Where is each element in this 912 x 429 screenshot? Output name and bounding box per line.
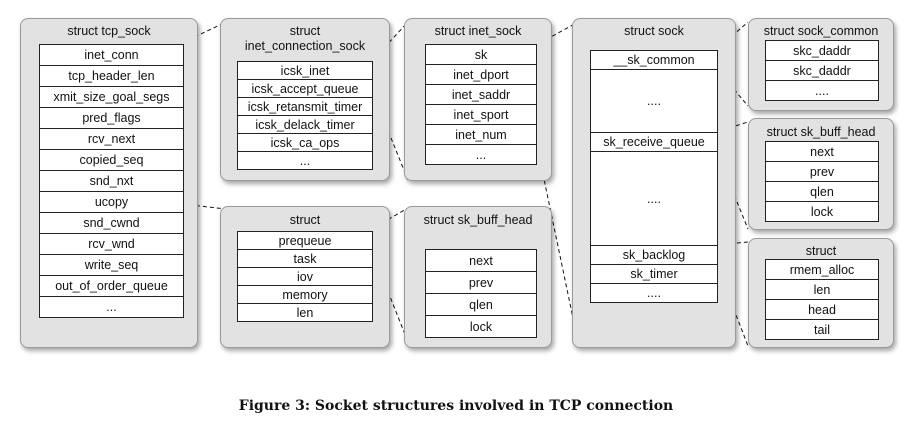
field-inet-sport: inet_sport xyxy=(425,104,537,125)
field-lock: lock xyxy=(765,201,879,222)
field-ellipsis: .... xyxy=(590,283,718,303)
field-icsk-accept-queue: icsk_accept_queue xyxy=(237,79,373,98)
field-rcv-next: rcv_next xyxy=(39,128,184,150)
field-inet-dport: inet_dport xyxy=(425,64,537,85)
figure-caption: Figure 3: Socket structures involved in … xyxy=(238,398,674,414)
panel-sock-common: struct sock_common skc_daddr skc_daddr .… xyxy=(748,18,894,111)
panel-ucopy-struct: struct prequeue task iov memory len xyxy=(220,206,390,348)
field-lock: lock xyxy=(425,315,537,338)
field-ellipsis: ... xyxy=(237,151,373,170)
field-task: task xyxy=(237,249,373,268)
panel-inet-sock: struct inet_sock sk inet_dport inet_sadd… xyxy=(404,18,552,181)
field-len: len xyxy=(765,279,879,300)
field-sk-common: __sk_common xyxy=(590,50,718,70)
panel-title: struct sk_buff_head xyxy=(423,213,533,227)
field-icsk-inet: icsk_inet xyxy=(237,61,373,80)
field-snd-nxt: snd_nxt xyxy=(39,170,184,192)
field-tail: tail xyxy=(765,319,879,340)
field-pred-flags: pred_flags xyxy=(39,107,184,129)
panel-title: struct sock xyxy=(624,24,684,38)
field-sk-backlog: sk_backlog xyxy=(590,245,718,265)
field-sk: sk xyxy=(425,44,537,65)
field-next: next xyxy=(765,141,879,162)
field-sk-timer: sk_timer xyxy=(590,264,718,284)
field-icsk-delack-timer: icsk_delack_timer xyxy=(237,115,373,134)
field-prev: prev xyxy=(425,271,537,294)
field-ellipsis: .... xyxy=(590,151,718,246)
field-iov: iov xyxy=(237,267,373,286)
panel-title: struct inet_connection_sock xyxy=(244,24,366,53)
field-len: len xyxy=(237,303,373,322)
field-ellipsis: .... xyxy=(590,69,718,133)
field-qlen: qlen xyxy=(765,181,879,202)
panel-title: struct sock_common xyxy=(763,24,879,38)
field-memory: memory xyxy=(237,285,373,304)
field-ellipsis: .... xyxy=(765,80,879,101)
panel-inet-connection-sock: struct inet_connection_sock icsk_inet ic… xyxy=(220,18,390,181)
panel-title: struct sk_buff_head xyxy=(766,125,876,139)
field-skc-daddr: skc_daddr xyxy=(765,40,879,61)
panel-sock: struct sock __sk_common .... sk_receive_… xyxy=(572,18,736,348)
field-rmem-alloc: rmem_alloc xyxy=(765,259,879,280)
field-tcp-header-len: tcp_header_len xyxy=(39,65,184,87)
field-sk-receive-queue: sk_receive_queue xyxy=(590,132,718,152)
field-snd-cwnd: snd_cwnd xyxy=(39,212,184,234)
field-rcv-wnd: rcv_wnd xyxy=(39,233,184,255)
panel-title: struct tcp_sock xyxy=(67,24,151,38)
field-ellipsis: ... xyxy=(425,144,537,165)
panel-title: struct inet_sock xyxy=(434,24,522,38)
field-icsk-retansmit-timer: icsk_retansmit_timer xyxy=(237,97,373,116)
field-skc-daddr: skc_daddr xyxy=(765,60,879,81)
panel-title: struct xyxy=(805,244,837,258)
field-inet-conn: inet_conn xyxy=(39,44,184,66)
field-xmit-size-goal-segs: xmit_size_goal_segs xyxy=(39,86,184,108)
panel-title: struct xyxy=(289,213,321,227)
field-icsk-ca-ops: icsk_ca_ops xyxy=(237,133,373,152)
field-ucopy: ucopy xyxy=(39,191,184,213)
field-next: next xyxy=(425,249,537,272)
field-head: head xyxy=(765,299,879,320)
field-prequeue: prequeue xyxy=(237,231,373,250)
field-out-of-order-queue: out_of_order_queue xyxy=(39,275,184,297)
field-inet-num: inet_num xyxy=(425,124,537,145)
panel-sk-buff-head-receive: struct sk_buff_head next prev qlen lock xyxy=(748,118,894,230)
field-ellipsis: ... xyxy=(39,296,184,318)
panel-tcp-sock: struct tcp_sock inet_conn tcp_header_len… xyxy=(20,18,198,348)
field-inet-saddr: inet_saddr xyxy=(425,84,537,105)
field-qlen: qlen xyxy=(425,293,537,316)
panel-sk-buff-head-prequeue: struct sk_buff_head next prev qlen lock xyxy=(404,206,552,348)
field-copied-seq: copied_seq xyxy=(39,149,184,171)
panel-backlog-struct: struct rmem_alloc len head tail xyxy=(748,238,894,348)
field-prev: prev xyxy=(765,161,879,182)
field-write-seq: write_seq xyxy=(39,254,184,276)
